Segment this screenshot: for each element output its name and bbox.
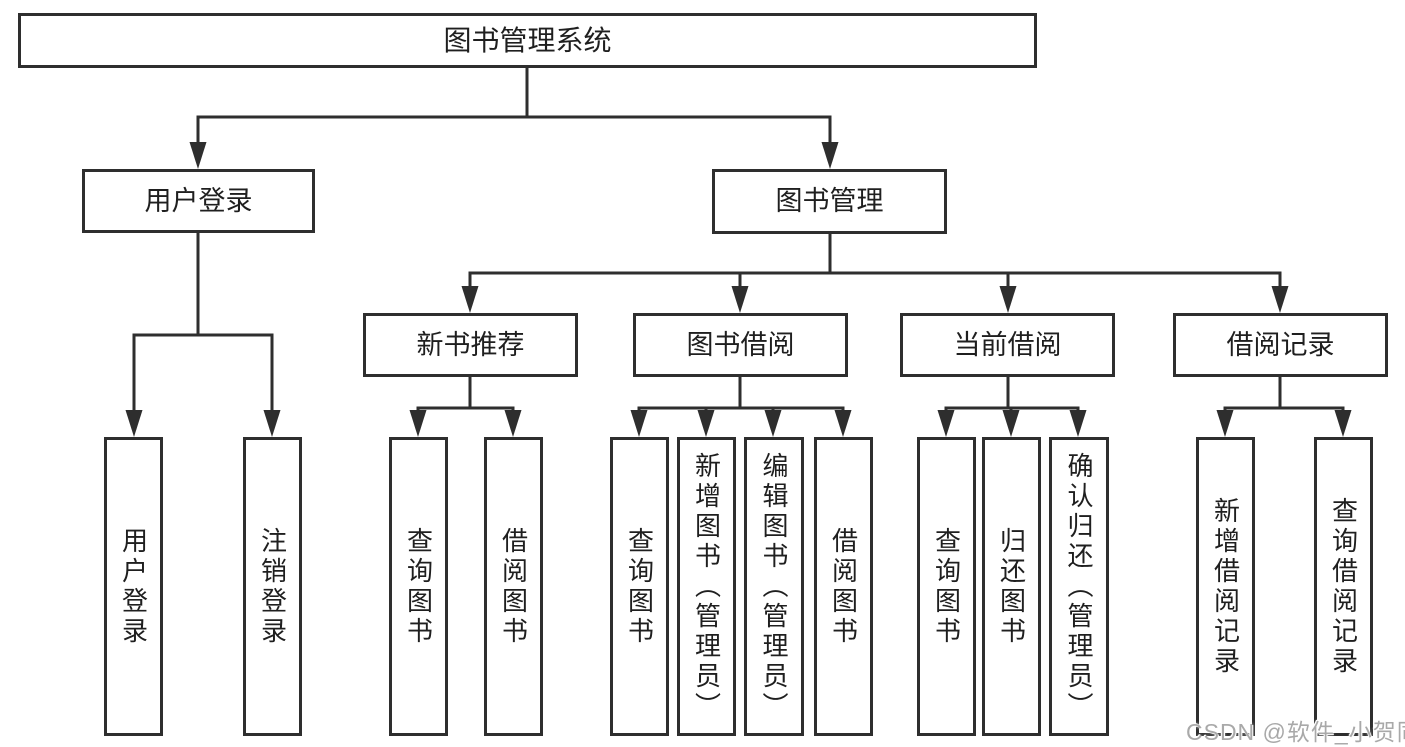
- node-query-books-1: 查询图书: [389, 437, 448, 736]
- node-confirm-return-admin: 确认归还（管理员）: [1049, 437, 1109, 736]
- node-query-borrow-record: 查询借阅记录: [1314, 437, 1373, 736]
- node-add-books-admin: 新增图书（管理员）: [677, 437, 736, 736]
- node-add-borrow-record: 新增借阅记录: [1196, 437, 1255, 736]
- node-book-management-group: 图书管理: [712, 169, 947, 234]
- node-library-management-system: 图书管理系统: [18, 13, 1037, 68]
- node-current-borrowing: 当前借阅: [900, 313, 1115, 377]
- node-borrowing-records: 借阅记录: [1173, 313, 1388, 377]
- node-book-borrowing: 图书借阅: [633, 313, 848, 377]
- node-borrow-books-1: 借阅图书: [484, 437, 543, 736]
- node-edit-books-admin: 编辑图书（管理员）: [744, 437, 804, 736]
- node-user-login-group: 用户登录: [82, 169, 315, 233]
- node-user-login: 用户登录: [104, 437, 163, 736]
- node-borrow-books-2: 借阅图书: [814, 437, 873, 736]
- node-query-books-2: 查询图书: [610, 437, 669, 736]
- node-new-book-recommendation: 新书推荐: [363, 313, 578, 377]
- node-query-books-3: 查询图书: [917, 437, 976, 736]
- node-logout: 注销登录: [243, 437, 302, 736]
- csdn-watermark: CSDN @软件_小贺同学: [1186, 719, 1405, 745]
- node-return-books: 归还图书: [982, 437, 1041, 736]
